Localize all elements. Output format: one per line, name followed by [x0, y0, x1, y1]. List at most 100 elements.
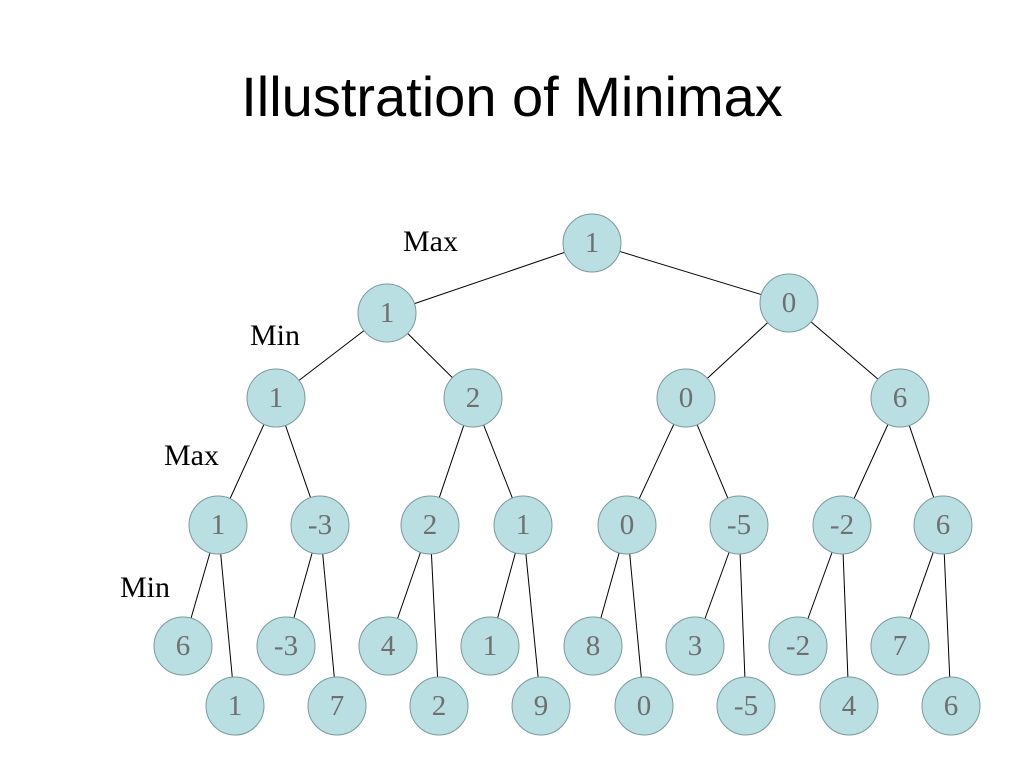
tree-node-circle: [307, 676, 367, 736]
slide-title: Illustration of Minimax: [241, 65, 783, 128]
tree-node-depth-3: 1: [493, 495, 553, 555]
tree-node-depth-4: 4: [819, 676, 879, 736]
tree-node-circle: [511, 676, 571, 736]
tree-node-circle: [188, 495, 248, 555]
tree-node-value: 6: [944, 690, 959, 722]
tree-node-circle: [597, 495, 657, 555]
tree-node-circle: [562, 213, 622, 273]
tree-node-value: 2: [423, 509, 438, 541]
tree-edge: [293, 552, 313, 619]
tree-edge: [414, 251, 565, 305]
tree-edge: [807, 552, 833, 619]
tree-node-value: 9: [534, 690, 549, 722]
tree-node-circle: [400, 495, 460, 555]
tree-node-depth-0: 1: [562, 213, 622, 273]
tree-node-depth-4: 7: [870, 616, 930, 676]
tree-node-depth-3: 0: [597, 495, 657, 555]
tree-node-depth-3: 2: [400, 495, 460, 555]
tree-node-value: 0: [620, 509, 635, 541]
tree-edge: [619, 250, 762, 296]
tree-node-depth-2: 1: [246, 368, 306, 428]
tree-edges: [190, 250, 951, 678]
tree-edge: [909, 552, 934, 619]
tree-node-value: -3: [308, 509, 332, 541]
level-label-min-2: Min: [120, 571, 170, 604]
tree-node-value: 3: [688, 630, 703, 662]
tree-node-circle: [768, 616, 828, 676]
tree-node-circle: [357, 283, 417, 343]
tree-edge: [853, 424, 889, 499]
tree-node-depth-4: 0: [614, 676, 674, 736]
tree-edge: [322, 553, 335, 678]
tree-node-circle: [665, 616, 725, 676]
tree-node-value: 7: [893, 630, 908, 662]
tree-node-depth-2: 0: [656, 368, 716, 428]
tree-node-circle: [290, 495, 350, 555]
tree-node-depth-4: 6: [153, 616, 213, 676]
tree-node-circle: [246, 368, 306, 428]
tree-edge: [229, 424, 265, 499]
tree-node-circle: [153, 616, 213, 676]
tree-node-depth-3: 6: [913, 495, 973, 555]
tree-edge: [600, 552, 620, 619]
tree-node-depth-4: 7: [307, 676, 367, 736]
tree-node-value: 0: [637, 690, 652, 722]
tree-node-depth-4: 6: [921, 676, 981, 736]
tree-node-circle: [205, 676, 265, 736]
tree-node-value: 1: [516, 509, 531, 541]
tree-node-value: 2: [432, 690, 447, 722]
tree-node-circle: [921, 676, 981, 736]
tree-node-depth-4: -5: [716, 676, 776, 736]
tree-edge: [908, 425, 935, 498]
tree-node-circle: [716, 676, 776, 736]
tree-node-value: 1: [380, 297, 395, 329]
tree-edge: [696, 424, 729, 499]
tree-node-circle: [759, 273, 819, 333]
tree-node-circle: [870, 616, 930, 676]
tree-node-depth-3: -5: [709, 495, 769, 555]
tree-node-value: 1: [211, 509, 226, 541]
tree-edge: [810, 321, 879, 380]
tree-node-value: -2: [830, 509, 854, 541]
tree-node-value: -5: [727, 509, 751, 541]
tree-node-circle: [443, 368, 503, 428]
tree-node-value: 4: [381, 630, 396, 662]
tree-node-value: 8: [586, 630, 601, 662]
tree-edge: [407, 333, 453, 378]
tree-node-depth-3: -3: [290, 495, 350, 555]
tree-node-depth-4: -3: [256, 616, 316, 676]
tree-node-depth-1: 1: [357, 283, 417, 343]
tree-node-circle: [812, 495, 872, 555]
tree-node-depth-3: -2: [812, 495, 872, 555]
tree-edge: [525, 553, 539, 678]
tree-edge: [397, 552, 421, 619]
tree-edge: [739, 553, 746, 678]
tree-edge: [430, 553, 439, 678]
tree-node-depth-2: 6: [870, 368, 930, 428]
tree-node-depth-4: 4: [358, 616, 418, 676]
level-labels: Max Min Max Min: [120, 225, 458, 604]
tree-node-value: 2: [466, 382, 481, 414]
tree-node-value: 6: [176, 630, 191, 662]
tree-node-circle: [656, 368, 716, 428]
tree-node-depth-4: 3: [665, 616, 725, 676]
tree-node-value: 1: [483, 630, 498, 662]
tree-node-circle: [358, 616, 418, 676]
tree-node-depth-1: 0: [759, 273, 819, 333]
level-label-max-1: Max: [403, 225, 458, 258]
tree-node-value: 1: [228, 690, 243, 722]
tree-edge: [706, 322, 769, 379]
tree-edge: [285, 425, 311, 498]
tree-edge: [483, 424, 513, 499]
tree-node-value: -2: [786, 630, 810, 662]
tree-node-depth-4: 1: [460, 616, 520, 676]
tree-node-depth-2: 2: [443, 368, 503, 428]
tree-node-value: 0: [679, 382, 694, 414]
tree-node-circle: [709, 495, 769, 555]
tree-edge: [704, 552, 730, 619]
tree-node-value: 1: [269, 382, 284, 414]
tree-node-depth-4: 1: [205, 676, 265, 736]
